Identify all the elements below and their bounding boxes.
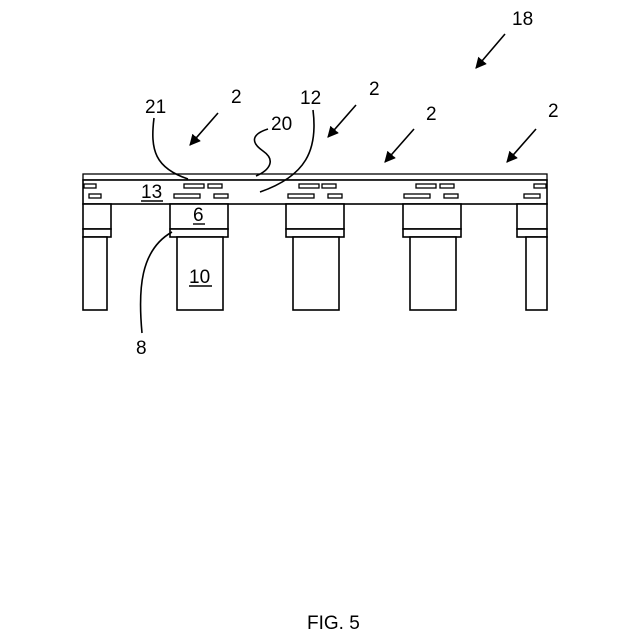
label-unit-b: 2 [369,79,380,100]
label-unit-d: 2 [548,101,559,122]
label-12: 12 [300,88,321,109]
arrow-unit-d [507,129,536,162]
arrow-unit-b [328,105,356,137]
column-3 [286,204,344,310]
arrow-unit-a [190,113,218,145]
leader-20 [254,129,270,176]
column-5 [517,204,547,310]
label-6: 6 [193,205,204,226]
arrow-18 [476,34,505,68]
leader-21 [153,118,188,179]
arrow-unit-c [385,129,414,162]
label-21: 21 [145,97,166,118]
label-18: 18 [512,9,533,30]
column-4 [403,204,461,310]
label-13: 13 [141,182,162,203]
label-unit-a: 2 [231,87,242,108]
top-layer [83,174,547,180]
label-10: 10 [189,267,210,288]
label-20: 20 [271,114,292,135]
figure-caption: FIG. 5 [307,613,360,634]
label-unit-c: 2 [426,104,437,125]
label-8: 8 [136,338,147,359]
column-1 [83,204,111,310]
leader-8 [140,232,172,333]
